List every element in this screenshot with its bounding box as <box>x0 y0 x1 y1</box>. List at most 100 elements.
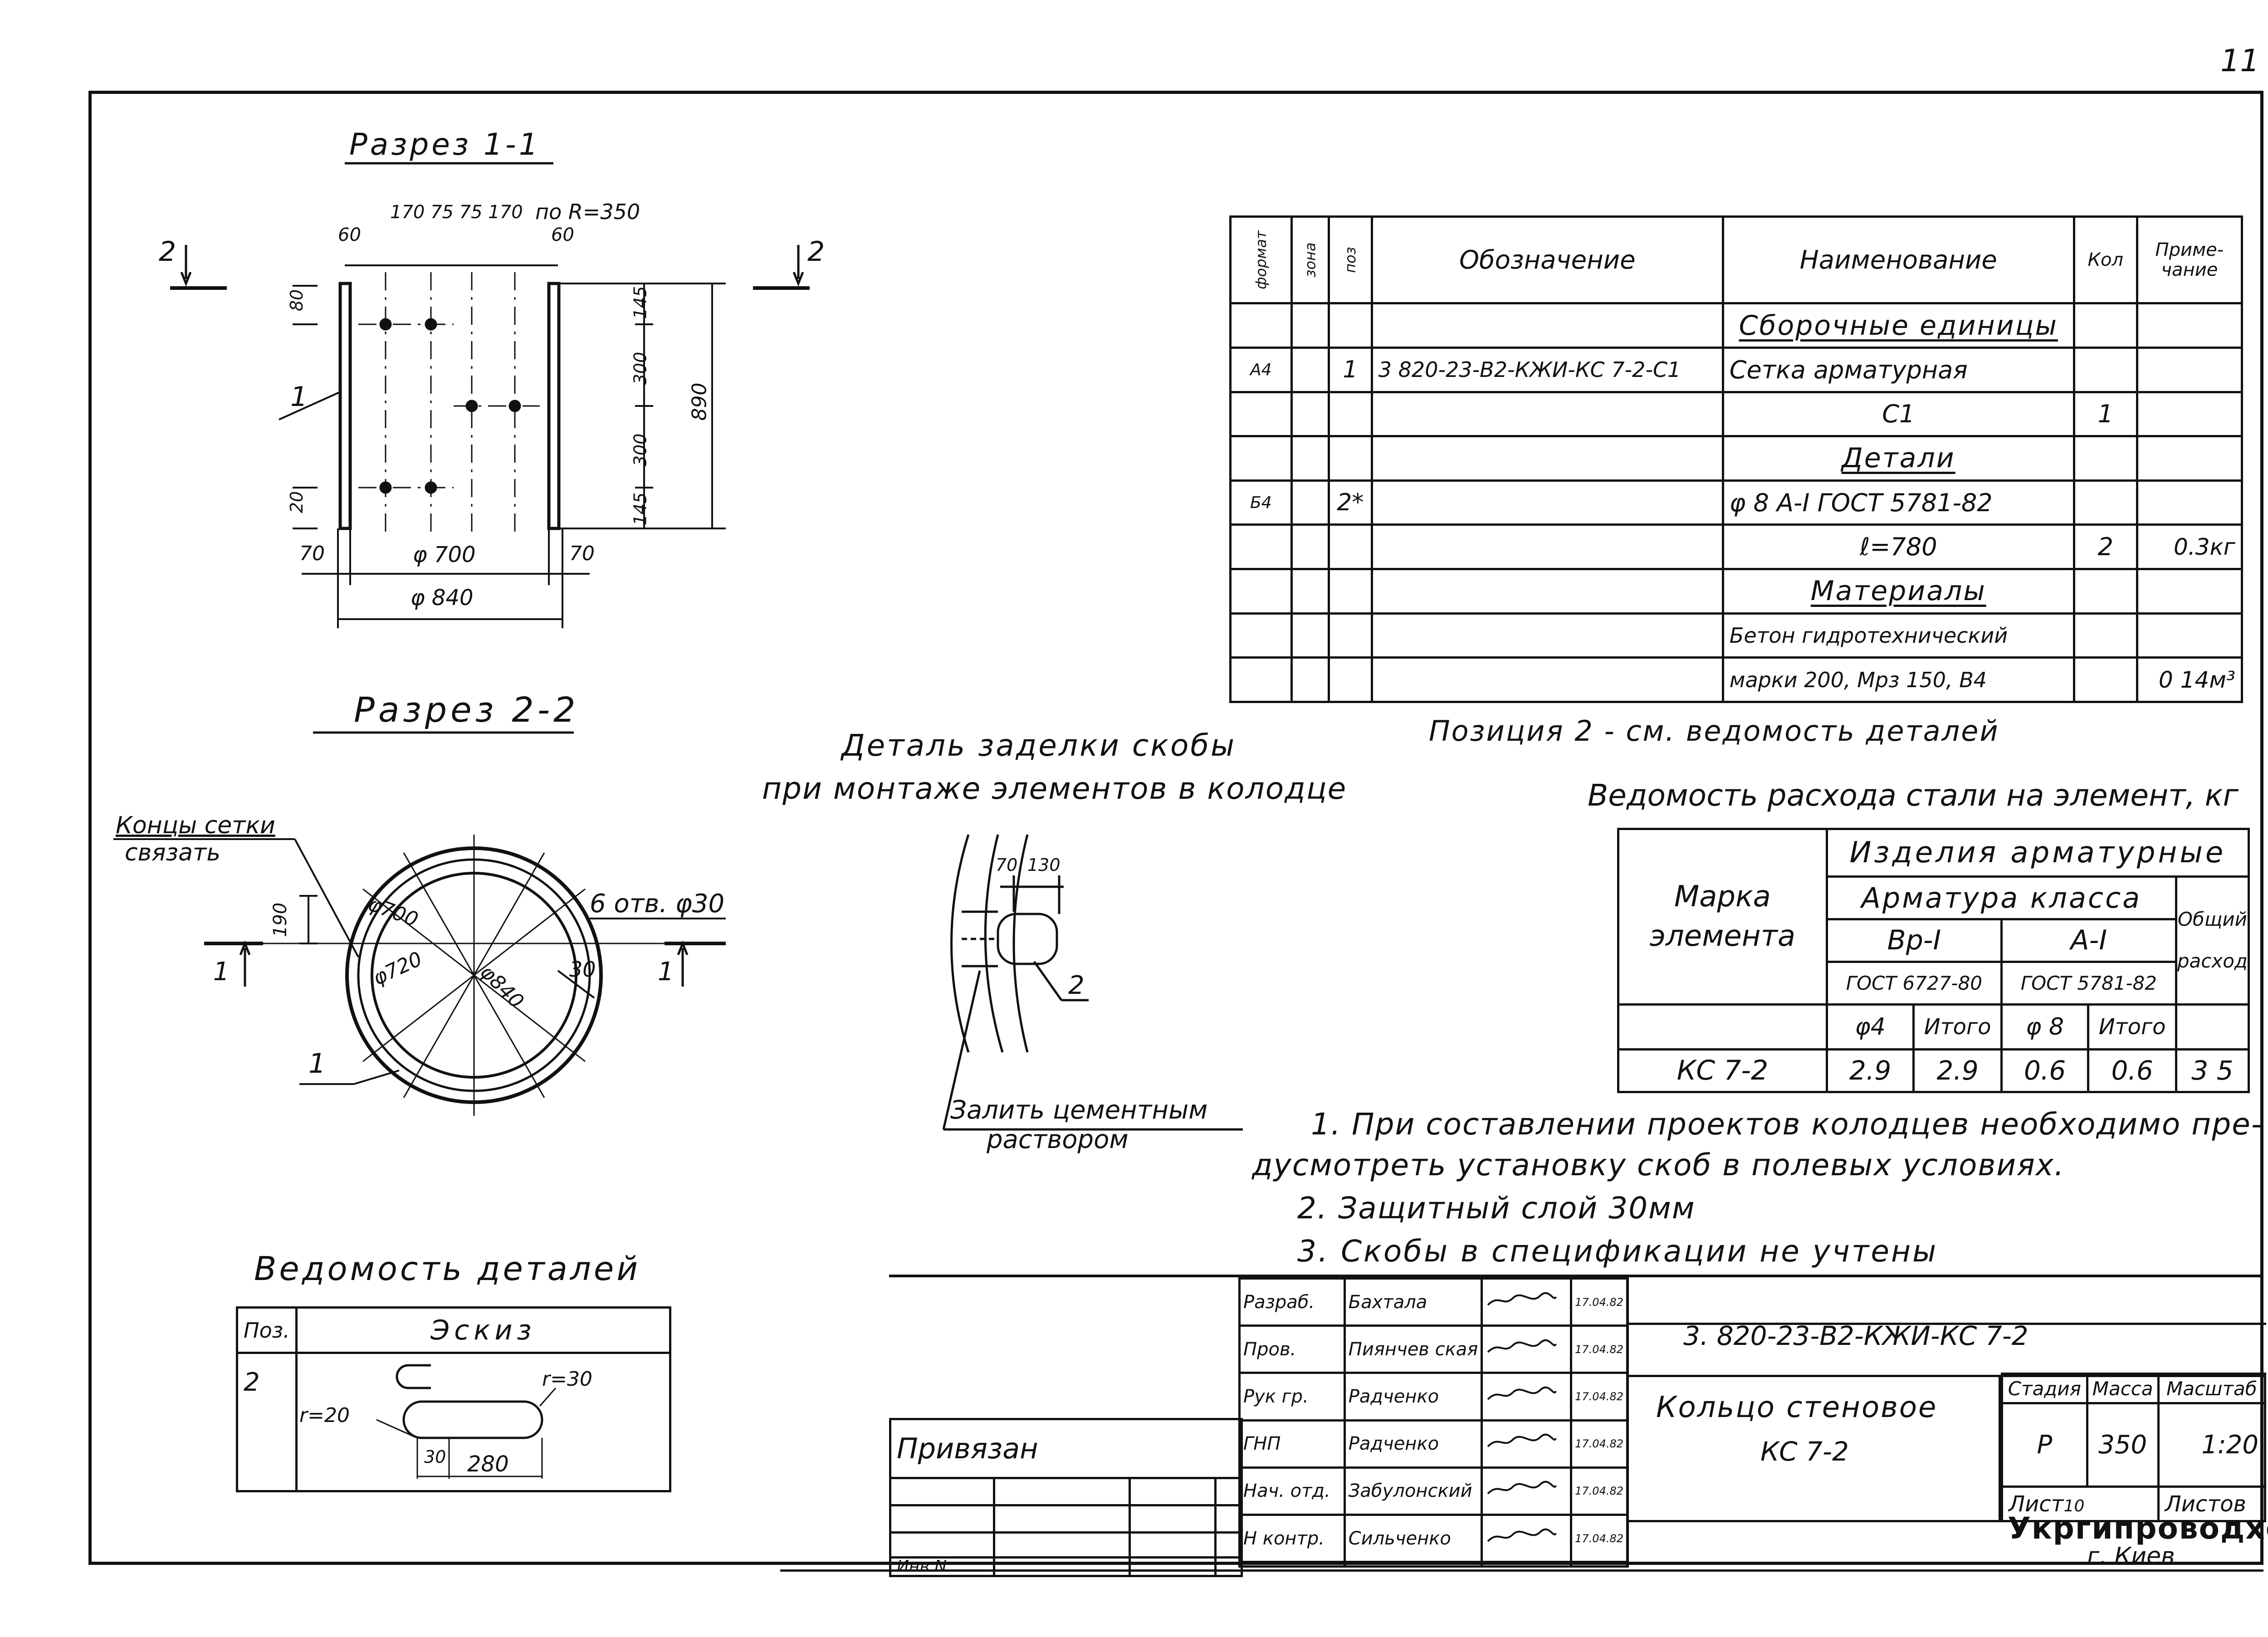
section2-callout-1: 1 <box>308 1048 326 1080</box>
role-cell-date: 17.04.82 <box>1570 1513 1628 1564</box>
spec-cell-name: С1 <box>1721 391 2075 438</box>
role-cell-sig <box>1481 1277 1573 1327</box>
spec-cell-pos <box>1327 523 1373 570</box>
spec-cell-name: марки 200, Мрз 150, В4 <box>1721 656 2075 703</box>
role-cell-role: Рук гр. <box>1238 1372 1346 1422</box>
title-block-privyazan-grid: Привязан Инв N <box>889 1418 1243 1577</box>
spec-header-qty: Кол <box>2072 215 2138 305</box>
section2-holes: 6 отв. φ30 <box>590 889 725 919</box>
spec-cell-qty <box>2072 479 2138 526</box>
spec-header-name: Наименование <box>1721 215 2075 305</box>
sheet-number: 11 <box>2220 43 2260 79</box>
cut-mark-left-2 <box>170 245 227 290</box>
details-list-table: Поз. Эскиз 2 <box>236 1306 672 1492</box>
role-cell-role: Нач. отд. <box>1238 1466 1346 1516</box>
steel-header-products: Изделия арматурные <box>1825 828 2250 878</box>
spec-cell-note <box>2136 346 2244 393</box>
bottom-line <box>780 1569 2263 1572</box>
spec-cell-note <box>2136 612 2244 659</box>
section1-dim-80: 80 <box>287 289 307 312</box>
spec-cell-qty <box>2072 612 2138 659</box>
spec-cell-name: φ 8 А-I ГОСТ 5781-82 <box>1721 479 2075 526</box>
sheet-label: Лист <box>2009 1491 2064 1517</box>
spec-cell-note <box>2136 479 2244 526</box>
section1-callout-1: 1 <box>290 381 308 413</box>
role-cell-sig <box>1481 1466 1573 1516</box>
note-1: 1. При составлении проектов колодцев нео… <box>1311 1107 2263 1142</box>
spec-cell-name: Сетка арматурная <box>1721 346 2075 393</box>
org-name: Укргипроводхоз <box>2008 1511 2268 1546</box>
role-cell-role: Разраб. <box>1238 1277 1346 1327</box>
spec-cell-qty: 2 <box>2072 523 2138 570</box>
role-cell-name: Забулонский <box>1343 1466 1483 1516</box>
mass-value: 350 <box>2086 1402 2160 1488</box>
title-block-main: 3. 820-23-В2-КЖИ-КС 7-2 Кольцо стеновое … <box>1626 1277 2268 1570</box>
spec-cell-qty <box>2072 302 2138 349</box>
cut-mark-right-1 <box>665 940 726 987</box>
steel-header-bp: Вр-I <box>1825 918 2003 963</box>
cut-mark-left-1 <box>204 940 263 987</box>
spec-cell-format <box>1229 612 1293 659</box>
role-cell-name: Бахтала <box>1343 1277 1483 1327</box>
stage-header: Стадия <box>2001 1373 2088 1404</box>
spec-cell-format <box>1229 656 1293 703</box>
detail-dim-130: 130 <box>1027 855 1061 875</box>
spec-footnote: Позиция 2 - см. ведомость деталей <box>1429 714 1999 748</box>
role-cell-sig <box>1481 1372 1573 1422</box>
note-2: 2. Защитный слой 30мм <box>1297 1191 1696 1226</box>
role-cell-date: 17.04.82 <box>1570 1372 1628 1422</box>
signature-mark <box>1487 1292 1557 1306</box>
spec-cell-zone <box>1290 612 1330 659</box>
section1-walls <box>338 282 561 530</box>
role-cell-sig <box>1481 1419 1573 1469</box>
section2-note-line1: Концы сетки <box>116 812 275 839</box>
section2-dim-30: 30 <box>569 957 596 982</box>
spec-cell-format <box>1229 568 1293 615</box>
section1-dim-70-right: 70 <box>569 542 595 565</box>
privyazan-label: Привязан <box>889 1418 1243 1479</box>
steel-total-spacer <box>2175 1004 2250 1051</box>
product-name-line2: КС 7-2 <box>1760 1436 1849 1467</box>
section1-dim-145-top: 145 <box>630 286 650 319</box>
spec-cell-note: 0.3кг <box>2136 523 2244 570</box>
steel-mark-spacer <box>1617 1004 1828 1051</box>
section2-cut-left: 1 <box>213 957 230 987</box>
section1-title: Разрез 1-1 <box>349 127 541 162</box>
steel-row-itogo1: 2.9 <box>1912 1048 2003 1094</box>
spec-cell-designation <box>1370 523 1724 570</box>
spec-cell-designation <box>1370 435 1724 482</box>
steel-header-ai: А-I <box>2000 918 2177 963</box>
role-cell-name: Сильченко <box>1343 1513 1483 1564</box>
spec-cell-designation: 3 820-23-В2-КЖИ-КС 7-2-С1 <box>1370 346 1724 393</box>
inv-label: Инв N <box>889 1556 995 1577</box>
spec-cell-pos: 2* <box>1327 479 1373 526</box>
spec-cell-format: А4 <box>1229 346 1293 393</box>
role-cell-sig <box>1481 1513 1573 1564</box>
cut-mark-right-2 <box>753 245 810 290</box>
spec-cell-pos <box>1327 568 1373 615</box>
spec-cell-format <box>1229 523 1293 570</box>
detail-note-line2: раствором <box>987 1125 1129 1154</box>
spec-cell-qty <box>2072 568 2138 615</box>
section2-note-line2: связать <box>125 839 220 866</box>
steel-header-d8: φ 8 <box>2000 1003 2090 1051</box>
spec-cell-zone <box>1290 391 1330 438</box>
spec-cell-pos: 1 <box>1327 346 1373 393</box>
scale-value: 1:20 <box>2157 1402 2267 1488</box>
section2-dim-190: 190 <box>270 902 291 938</box>
spec-row: Материалы <box>1229 568 2244 615</box>
detail-drawing <box>942 834 1243 1131</box>
note-1-cont: дусмотреть установку скоб в полевых усло… <box>1252 1148 2065 1183</box>
spec-cell-qty <box>2072 435 2138 482</box>
details-list-sketch-cell <box>295 1352 672 1492</box>
details-list-pos: 2 <box>236 1352 298 1492</box>
detail-title-line2: при монтаже элементов в колодце <box>762 771 1347 806</box>
